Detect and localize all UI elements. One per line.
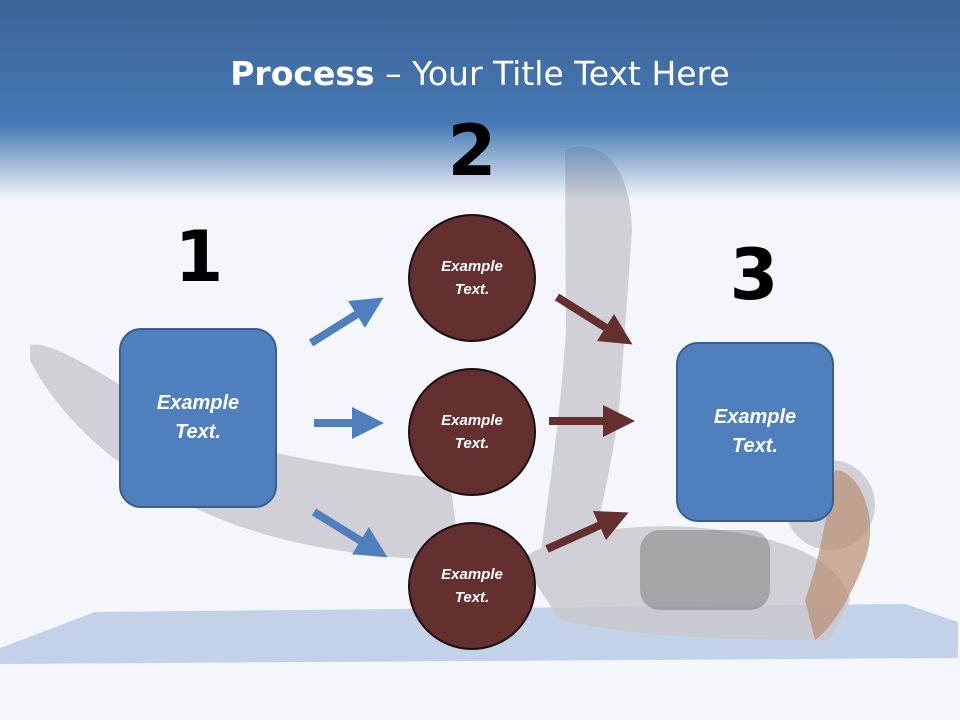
figure-torso — [520, 526, 850, 640]
process-circle-bottom[interactable]: Example Text. — [408, 522, 536, 650]
step-number-2: 2 — [447, 110, 497, 192]
process-box-left[interactable]: Example Text. — [119, 328, 277, 508]
box-left-text: Example Text. — [156, 392, 240, 443]
process-circle-middle[interactable]: Example Text. — [408, 368, 536, 496]
slide-title: Process – Your Title Text Here — [0, 52, 960, 96]
title-rest: – Your Title Text Here — [374, 54, 730, 93]
process-box-right[interactable]: Example Text. — [676, 342, 834, 522]
arrow-box-to-top — [308, 297, 384, 347]
process-circle-top[interactable]: Example Text. — [408, 214, 536, 342]
arrow-top-to-box — [554, 293, 633, 345]
figure-top — [640, 530, 770, 610]
step-number-1: 1 — [174, 216, 224, 298]
title-bold: Process — [230, 54, 375, 93]
circle-top-text: Example Text. — [441, 258, 503, 298]
box-right-text: Example Text. — [713, 406, 797, 457]
arrow-bottom-to-box — [545, 510, 629, 553]
title-banner — [0, 0, 960, 200]
step-number-3: 3 — [729, 234, 779, 316]
circle-bottom-text: Example Text. — [441, 566, 503, 606]
figure-leg-up — [540, 146, 632, 561]
circle-middle-text: Example Text. — [441, 412, 503, 452]
arrow-box-to-bottom — [311, 508, 388, 558]
figure-hair — [805, 470, 871, 640]
